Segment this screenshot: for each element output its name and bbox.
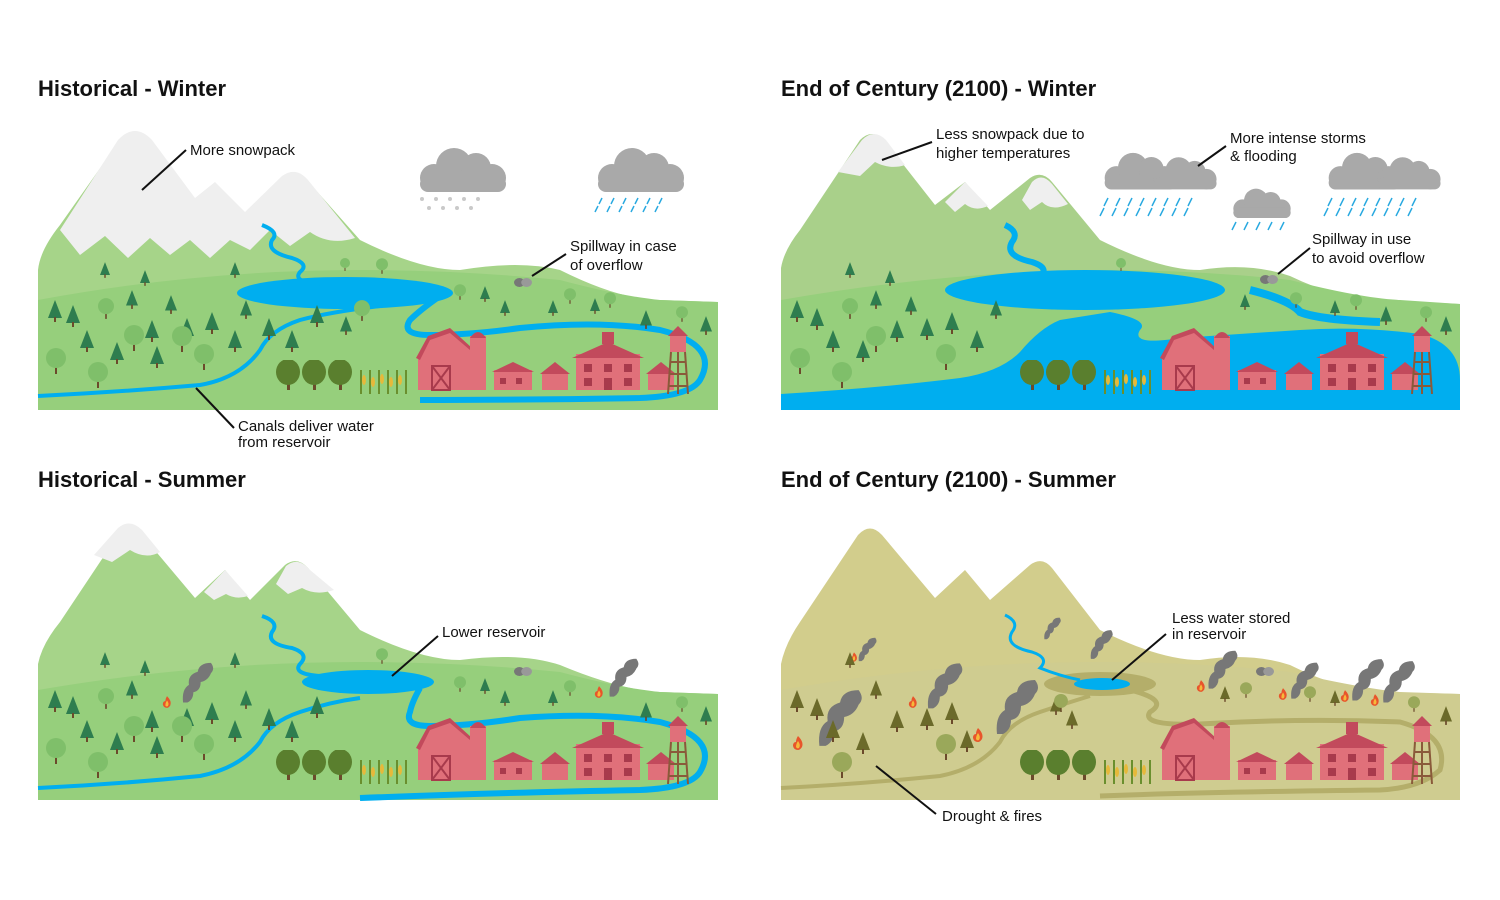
callout-spillway-2: of overflow (570, 257, 643, 274)
spillway (1256, 667, 1274, 676)
callout-less-snowpack-1: Less snowpack due to (936, 126, 1084, 143)
orchard (276, 750, 352, 780)
spillway (514, 278, 532, 287)
leader-line (881, 141, 933, 161)
spillway (1260, 275, 1278, 284)
panel-historical-summer: Historical - Summer (37, 467, 718, 801)
callout-drought-fires: Drought & fires (942, 808, 1042, 825)
callout-canals-2: from reservoir (238, 434, 331, 451)
callout-less-snowpack-2: higher temperatures (936, 145, 1070, 162)
snowcap (94, 523, 160, 562)
leader-line (531, 253, 567, 277)
snow-cloud (420, 148, 506, 192)
leader-line (141, 149, 187, 191)
callout-snowpack: More snowpack (190, 142, 296, 159)
callout-canals-1: Canals deliver water (238, 418, 374, 435)
leader-line (1197, 145, 1227, 167)
dry-canal (780, 694, 1091, 790)
callout-lower-reservoir: Lower reservoir (442, 624, 545, 641)
callout-storms-2: & flooding (1230, 148, 1297, 165)
rainfall (594, 197, 663, 213)
orchard (1020, 360, 1096, 390)
canal (37, 696, 361, 790)
orchard (276, 360, 352, 390)
leader-line (875, 765, 937, 815)
heavy-rain (1099, 197, 1417, 231)
callout-less-water-1: Less water stored (1172, 610, 1290, 627)
snowfall (420, 197, 480, 210)
reservoir (302, 670, 434, 694)
dry-river (1099, 687, 1444, 799)
river (359, 686, 708, 801)
panel-title: Historical - Summer (38, 467, 246, 492)
callout-spillway-use-2: to avoid overflow (1312, 250, 1425, 267)
callout-spillway-1: Spillway in case (570, 238, 677, 255)
snowcap (60, 131, 355, 258)
river (404, 293, 708, 403)
callout-storms-1: More intense storms (1230, 130, 1366, 147)
panel-title: End of Century (2100) - Winter (781, 76, 1097, 101)
panel-title: Historical - Winter (38, 76, 226, 101)
storm-cloud (1153, 157, 1217, 190)
callout-spillway-use-1: Spillway in use (1312, 231, 1411, 248)
rain-cloud (598, 148, 684, 192)
leader-line (391, 635, 439, 677)
leader-line (195, 387, 235, 429)
leader-line (1111, 633, 1167, 681)
reservoir (945, 270, 1225, 310)
storm-cloud (1377, 157, 1441, 190)
panel-title: End of Century (2100) - Summer (781, 467, 1116, 492)
panel-future-winter: End of Century (2100) - Winter (781, 76, 1460, 410)
callout-less-water-2: in reservoir (1172, 626, 1246, 643)
reservoir (1074, 678, 1130, 690)
panel-future-summer: End of Century (2100) - Summer (780, 467, 1460, 825)
storm-cloud (1233, 188, 1291, 218)
panel-historical-winter: Historical - Winter (37, 76, 718, 451)
spillway (514, 667, 532, 676)
leader-line (1277, 247, 1311, 275)
snowcap (838, 134, 905, 176)
orchard (1020, 750, 1096, 780)
reservoir (237, 277, 453, 309)
